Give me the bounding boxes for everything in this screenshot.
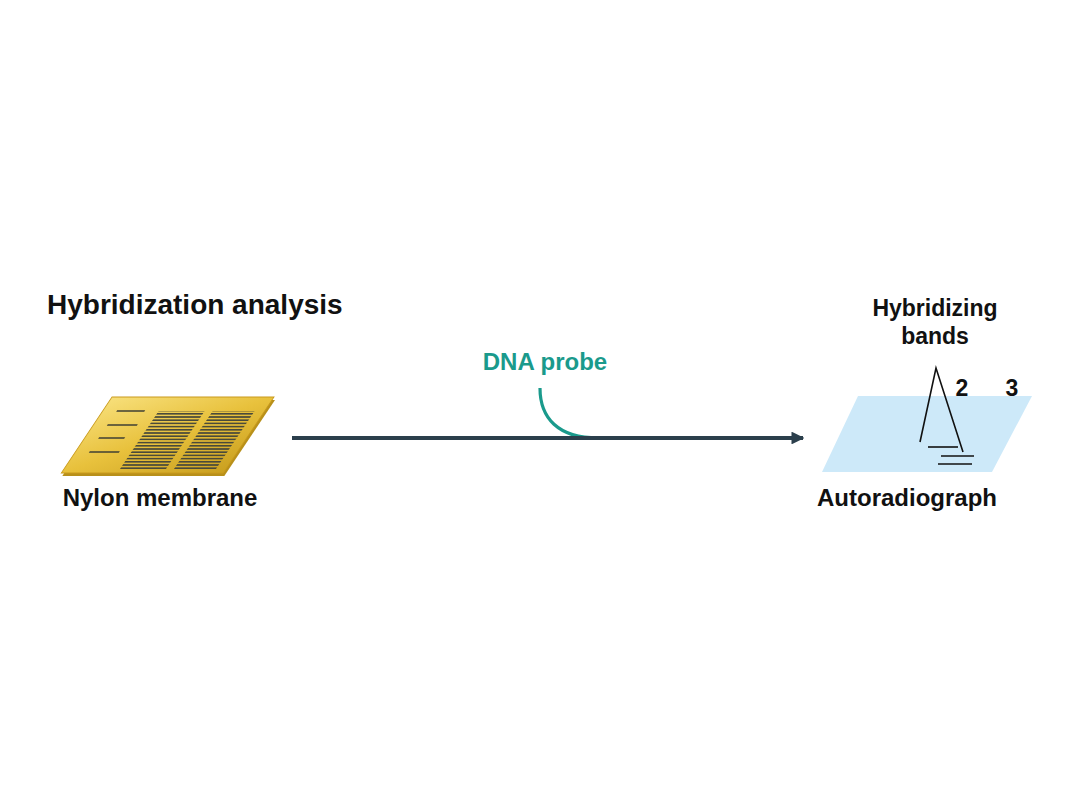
diagram-title: Hybridization analysis [47, 289, 343, 321]
lane-number: 3 [1000, 375, 1024, 403]
process-arrow [292, 436, 803, 440]
lane-number: 2 [950, 375, 974, 403]
probe-curve [540, 388, 598, 438]
membrane-node: Nylon membrane [42, 392, 278, 514]
probe-label: DNA probe [460, 348, 630, 377]
node-label: Nylon membrane [63, 484, 258, 512]
node-label: Autoradiograph [817, 484, 997, 512]
film-node: Autoradiograph [811, 392, 1003, 514]
bands [928, 447, 974, 464]
bands-label: Hybridizing bands [845, 295, 1025, 350]
membrane-plate [59, 397, 277, 476]
